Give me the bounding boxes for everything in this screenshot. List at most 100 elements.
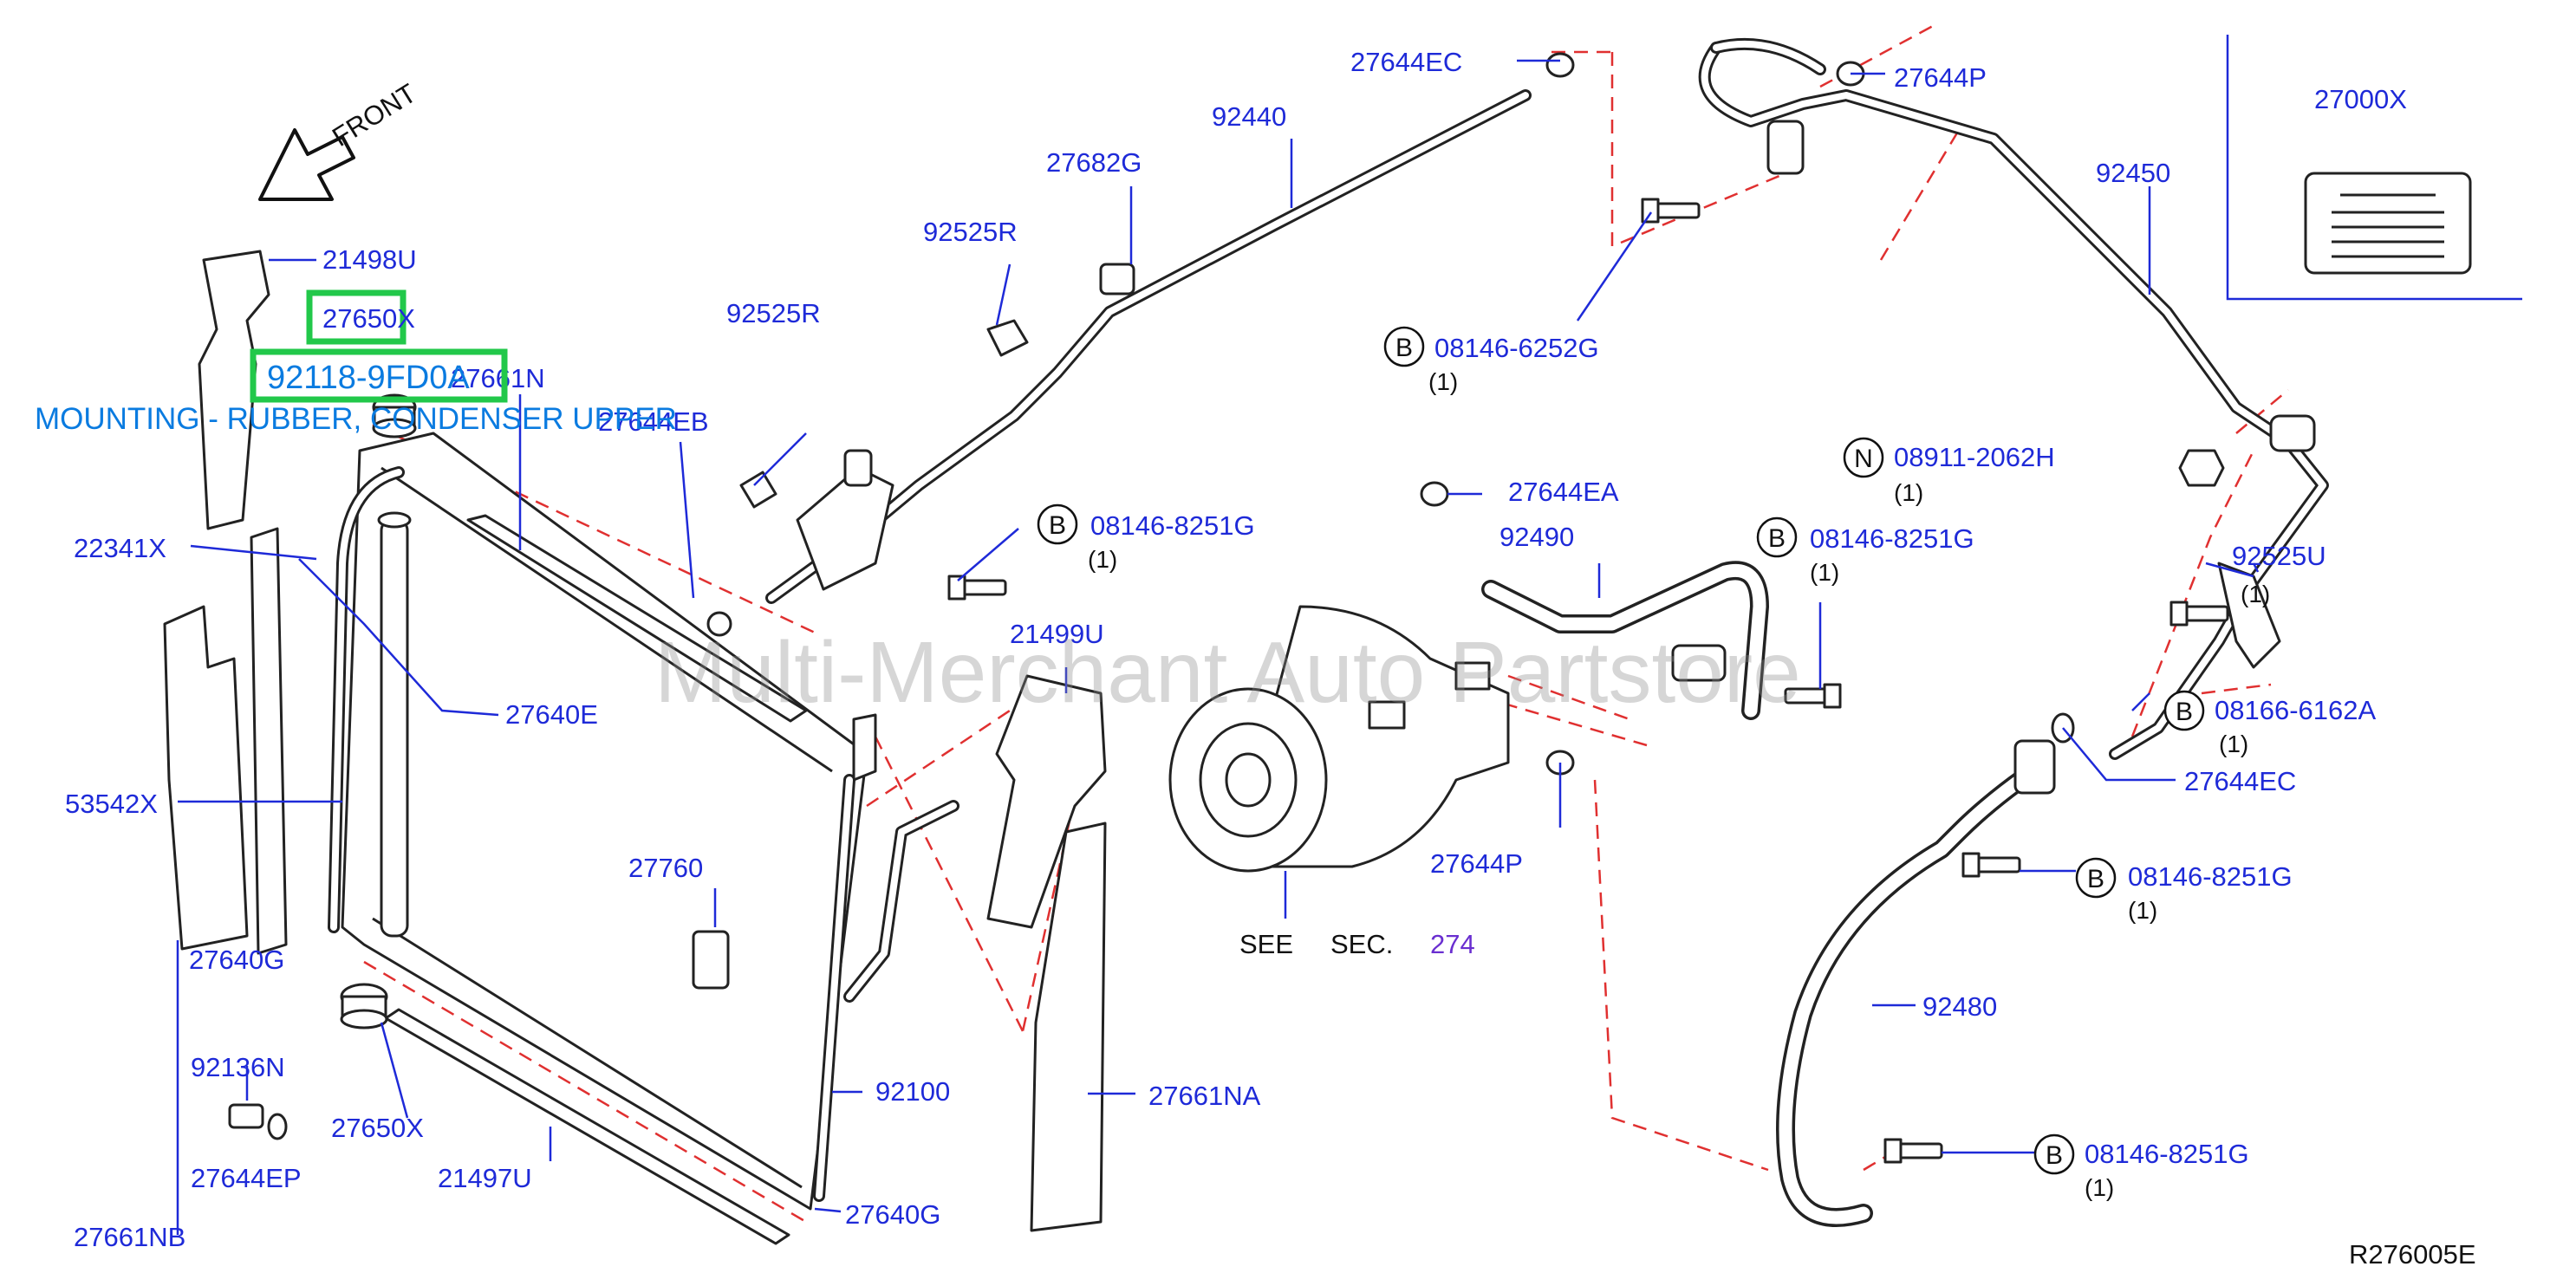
part-label-27644P-b[interactable]: 27644P: [1430, 848, 1523, 879]
part-label-27644P-a[interactable]: 27644P: [1894, 62, 1987, 93]
watermark: Multi-Merchant Auto Partstore: [654, 624, 1801, 721]
o-ring-icon: [1545, 52, 1575, 78]
clip-92525R-a: [739, 471, 777, 509]
part-label-27650X-highlighted[interactable]: 27650X: [322, 303, 415, 334]
part-label-92480[interactable]: 92480: [1922, 991, 1997, 1022]
part-label-08146-8251G-d[interactable]: 08146-8251G: [2085, 1139, 2249, 1169]
part-label-27640G-a[interactable]: 27640G: [189, 945, 284, 975]
pipe-clamp-left: [796, 449, 894, 591]
label-card-27000X: [2226, 35, 2522, 301]
circle-letter: B: [2176, 698, 2193, 726]
part-label-92490[interactable]: 92490: [1499, 522, 1574, 552]
circle-letter: N: [1854, 445, 1873, 473]
circle-b-8251G-b: B: [1756, 516, 1798, 558]
compressor: [1168, 605, 1510, 873]
seal-27661NA: [1030, 822, 1107, 1232]
part-label-53542X[interactable]: 53542X: [65, 789, 158, 819]
circle-letter: B: [1049, 511, 1066, 540]
part-label-27640G-b[interactable]: 27640G: [845, 1199, 940, 1230]
mounting-rubber-lower: [340, 983, 388, 1029]
highlight-box-92118: [250, 348, 508, 403]
o-ring-icon: [1420, 481, 1449, 507]
part-label-22341X[interactable]: 22341X: [74, 533, 166, 563]
part-label-21497U[interactable]: 21497U: [438, 1163, 532, 1193]
quantity-label: (1): [1088, 546, 1117, 573]
circle-b-8251G-c: B: [2075, 857, 2117, 899]
part-label-27000X[interactable]: 27000X: [2314, 84, 2407, 114]
condenser-bracket-right: [852, 713, 877, 782]
air-guide-53542X: [163, 605, 249, 951]
circle-b-6162A: B: [2163, 690, 2205, 731]
air-guide-21499U: [986, 674, 1107, 929]
part-description-mounting-rubber: MOUNTING - RUBBER, CONDENSER UPPER: [35, 402, 677, 436]
part-label-08146-6252G[interactable]: 08146-6252G: [1434, 333, 1599, 363]
bolt-icon: [947, 575, 1007, 601]
circle-n-2062H: N: [1843, 437, 1884, 478]
part-label-27661NB[interactable]: 27661NB: [74, 1222, 185, 1252]
hose-92480-fitting: [2013, 739, 2056, 795]
front-label: FRONT: [327, 78, 421, 153]
part-label-27661NA[interactable]: 27661NA: [1148, 1081, 1261, 1111]
circle-b-8251G-a: B: [1037, 503, 1078, 545]
condenser: [341, 432, 868, 1211]
part-label-21498U[interactable]: 21498U: [322, 244, 417, 275]
hose-92490: [1481, 561, 1769, 720]
part-label-92525R-b[interactable]: 92525R: [923, 217, 1018, 247]
see-text: SEE: [1239, 929, 1293, 959]
part-label-08146-8251G-b[interactable]: 08146-8251G: [1810, 523, 1974, 554]
part-label-08146-8251G-a[interactable]: 08146-8251G: [1090, 510, 1255, 541]
sec-text: SEC.: [1330, 929, 1393, 959]
air-guide-21498U: [198, 250, 270, 530]
pressure-switch-92136N: [228, 1103, 288, 1140]
part-label-27644EB[interactable]: 27644EB: [598, 406, 709, 437]
part-label-27644EP[interactable]: 27644EP: [191, 1163, 302, 1193]
quantity-label: (1): [1810, 559, 1839, 586]
section-ref-link[interactable]: 274: [1430, 929, 1475, 959]
circle-letter: B: [1395, 334, 1413, 362]
quantity-label: (1): [2219, 731, 2248, 757]
part-label-92118-9FD0A[interactable]: 92118-9FD0A: [267, 360, 470, 396]
o-ring-icon: [706, 611, 732, 637]
part-label-27644EC-a[interactable]: 27644EC: [1350, 47, 1462, 77]
part-label-92100[interactable]: 92100: [875, 1076, 950, 1107]
part-label-92525R-a[interactable]: 92525R: [726, 298, 821, 328]
part-label-92450[interactable]: 92450: [2096, 158, 2170, 188]
quantity-label: (1): [2128, 897, 2157, 924]
part-label-08166-6162A[interactable]: 08166-6162A: [2215, 695, 2376, 725]
part-label-08911-2062H[interactable]: 08911-2062H: [1894, 442, 2055, 472]
part-label-92136N[interactable]: 92136N: [191, 1052, 285, 1082]
circle-b-6252G: B: [1383, 326, 1425, 367]
part-label-92525U[interactable]: 92525U: [2232, 541, 2326, 571]
part-label-21499U[interactable]: 21499U: [1010, 619, 1104, 649]
bolt-icon: [1883, 1138, 1943, 1164]
leader-lines: [176, 59, 2260, 1235]
quantity-label: (1): [2241, 581, 2270, 607]
part-label-27644EA[interactable]: 27644EA: [1508, 477, 1619, 507]
part-label-08146-8251G-c[interactable]: 08146-8251G: [2128, 861, 2293, 892]
clip-92525R-b: [986, 319, 1029, 357]
part-label-27760[interactable]: 27760: [628, 853, 703, 883]
part-label-27640E[interactable]: 27640E: [505, 699, 598, 730]
diagram-ref-code: R276005E: [2349, 1239, 2476, 1270]
flange-upper-right: [1766, 120, 1805, 175]
insulator-27661N: [466, 514, 808, 723]
pipe-92450: [1698, 37, 2329, 760]
insulator-21497U: [384, 1008, 790, 1245]
circle-b-8251G-d: B: [2033, 1133, 2075, 1175]
part-label-92440[interactable]: 92440: [1212, 101, 1286, 132]
bolt-icon: [2169, 601, 2229, 627]
pipe-92100: [813, 774, 855, 1202]
connector-92450-end: [2269, 414, 2316, 452]
quantity-label: (1): [1894, 479, 1923, 506]
quantity-label: (1): [1428, 368, 1458, 395]
quantity-label: (1): [2085, 1174, 2114, 1201]
part-label-27644EC-b[interactable]: 27644EC: [2184, 766, 2296, 796]
part-label-27682G[interactable]: 27682G: [1046, 147, 1142, 178]
clip-27682G: [1099, 263, 1135, 296]
circle-letter: B: [2046, 1141, 2063, 1170]
bolt-icon: [1784, 683, 1842, 709]
highlight-box-27650X: [306, 289, 407, 345]
hose-92490-fitting: [1671, 644, 1727, 682]
part-label-27650X-b[interactable]: 27650X: [331, 1113, 424, 1143]
part-label-27661N[interactable]: 27661N: [451, 363, 545, 393]
